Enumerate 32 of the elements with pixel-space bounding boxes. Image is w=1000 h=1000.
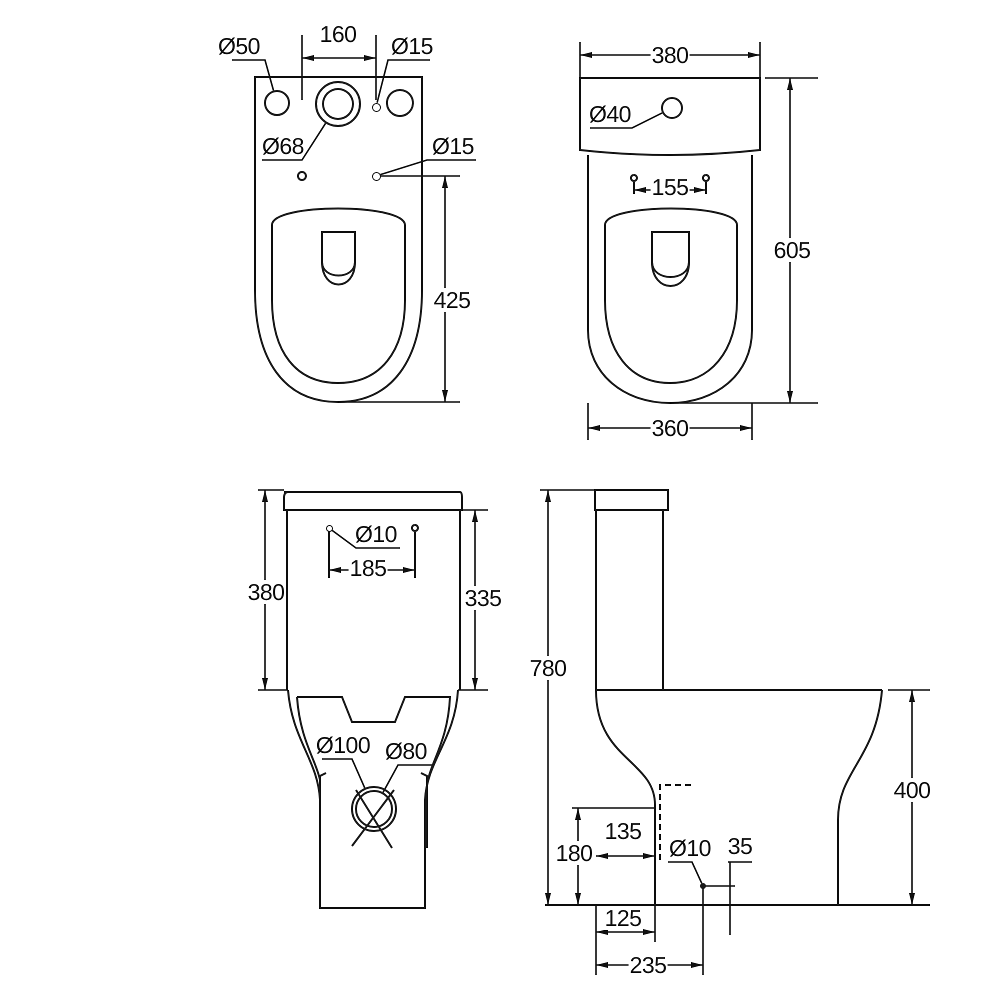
leader-line <box>232 59 274 91</box>
hole <box>700 883 706 889</box>
leader-line <box>590 112 663 129</box>
leader-line <box>322 758 366 788</box>
dimension-label: 335 <box>464 586 502 610</box>
diameter-label: Ø40 <box>584 100 636 128</box>
dimension-label: 380 <box>246 580 286 604</box>
diameter-label: Ø15 <box>425 132 481 160</box>
hole <box>315 81 361 127</box>
leader-line <box>376 59 430 103</box>
diameter-label: Ø15 <box>384 32 440 60</box>
diameter-label: Ø10 <box>662 834 718 862</box>
hole <box>372 172 380 180</box>
dimension-label: 605 <box>772 238 812 262</box>
dimension-label: 400 <box>892 778 932 802</box>
leader-line <box>380 159 476 176</box>
dimension-label: 180 <box>554 841 594 865</box>
hole <box>326 524 332 532</box>
leader-line <box>382 764 432 793</box>
diameter-label: Ø100 <box>310 731 376 759</box>
hole <box>372 102 380 112</box>
diameter-label: Ø10 <box>348 520 404 548</box>
hole <box>661 97 683 119</box>
diameter-label: Ø50 <box>211 32 267 60</box>
dimension-label: 780 <box>528 656 568 680</box>
diameter-label: Ø80 <box>378 737 434 765</box>
dimension-label: 425 <box>432 288 472 312</box>
diameter-label: Ø68 <box>258 132 308 160</box>
hole <box>264 90 290 116</box>
leader-line <box>331 529 400 549</box>
leader-line <box>262 122 326 161</box>
leader-line <box>668 861 702 884</box>
